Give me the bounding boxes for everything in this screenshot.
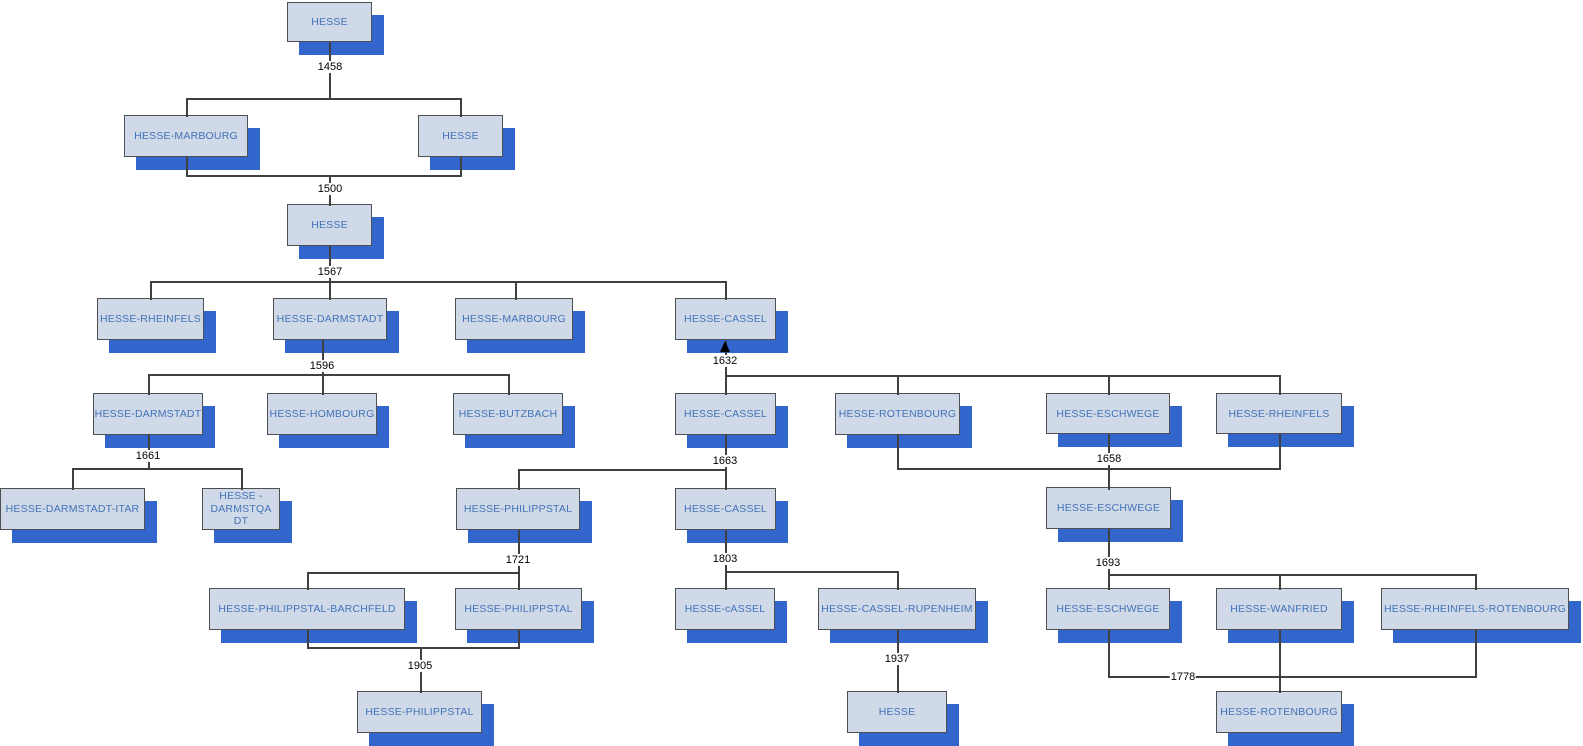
connector-line <box>150 281 727 283</box>
tree-node-hesse-d: HESSE <box>847 691 947 733</box>
tree-node-hesse-a: HESSE <box>287 2 372 42</box>
tree-node-hesse-rheinfels-rotenbourg: HESSE-RHEINFELS-ROTENBOURG <box>1381 588 1569 630</box>
connector-line <box>508 374 510 395</box>
year-label-1632: 1632 <box>711 354 739 368</box>
connector-line <box>186 175 462 177</box>
connector-line <box>1108 574 1477 576</box>
connector-line <box>1108 676 1477 678</box>
year-label-1458: 1458 <box>316 60 344 74</box>
year-label-1658: 1658 <box>1095 452 1123 466</box>
connector-line <box>1279 434 1281 470</box>
tree-node-hesse-darmstadt-b: HESSE-DARMSTADT <box>93 393 203 435</box>
arrowhead-up-icon <box>720 341 730 352</box>
year-label-1661: 1661 <box>134 449 162 463</box>
year-label-1596: 1596 <box>308 359 336 373</box>
tree-node-hesse-philippstal-b: HESSE-PHILIPPSTAL <box>455 588 582 630</box>
connector-line <box>1475 574 1477 590</box>
tree-node-hesse-cassel-c: HESSE-CASSEL <box>675 488 776 530</box>
connector-line <box>725 571 899 573</box>
tree-node-hesse-rotenbourg-b: HESSE-ROTENBOURG <box>1216 691 1342 733</box>
connector-line <box>725 341 727 395</box>
year-label-1663: 1663 <box>711 454 739 468</box>
tree-node-hesse-marbourg-a: HESSE-MARBOURG <box>124 115 248 157</box>
connector-line <box>148 374 510 376</box>
connector-line <box>186 98 462 100</box>
connector-line <box>241 468 243 490</box>
tree-node-hesse-butzbach: HESSE-BUTZBACH <box>453 393 563 435</box>
tree-node-hesse-philippstal-a: HESSE-PHILIPPSTAL <box>456 488 580 530</box>
connector-line <box>1279 574 1281 590</box>
tree-node-hesse-darmstadt-a: HESSE-DARMSTADT <box>273 298 387 340</box>
connector-line <box>515 281 517 300</box>
connector-line <box>897 571 899 590</box>
year-label-1803: 1803 <box>711 552 739 566</box>
tree-node-hesse-hombourg: HESSE-HOMBOURG <box>267 393 377 435</box>
tree-node-hesse-philippstal-c: HESSE-PHILIPPSTAL <box>357 691 482 733</box>
connector-line <box>897 468 1281 470</box>
tree-node-hesse-marbourg-b: HESSE-MARBOURG <box>455 298 573 340</box>
tree-node-hesse-cassel-b: HESSE-CASSEL <box>675 393 776 435</box>
year-label-1778: 1778 <box>1169 670 1197 684</box>
year-label-1721: 1721 <box>504 553 532 567</box>
connector-line <box>460 157 462 177</box>
year-label-1500: 1500 <box>316 182 344 196</box>
tree-node-hesse-wanfried: HESSE-WANFRIED <box>1216 588 1342 630</box>
tree-node-hesse-cassel-a: HESSE-CASSEL <box>675 298 776 340</box>
connector-line <box>518 469 727 471</box>
connector-line <box>186 98 188 117</box>
connector-line <box>307 572 520 574</box>
connector-line <box>1279 630 1281 693</box>
connector-line <box>725 281 727 300</box>
connector-line <box>1108 375 1110 395</box>
connector-line <box>186 157 188 177</box>
tree-node-hesse-eschwege-c: HESSE-ESCHWEGE <box>1046 588 1170 630</box>
connector-line <box>1279 375 1281 395</box>
tree-node-hesse-rheinfels-b: HESSE-RHEINFELS <box>1216 393 1342 434</box>
connector-line <box>518 469 520 490</box>
tree-node-hesse-darmstadt-itar: HESSE-DARMSTADT-ITAR <box>0 488 145 530</box>
tree-node-hesse-eschwege-a: HESSE-ESCHWEGE <box>1046 393 1170 434</box>
year-label-1937: 1937 <box>883 652 911 666</box>
connector-line <box>72 468 74 490</box>
tree-node-hesse-eschwege-b: HESSE-ESCHWEGE <box>1046 487 1171 529</box>
tree-node-hesse-c: HESSE <box>287 204 372 246</box>
year-label-1905: 1905 <box>406 659 434 673</box>
tree-node-hesse-cassel-d: HESSE-cASSEL <box>675 588 775 630</box>
connector-line <box>72 468 243 470</box>
connector-line <box>1108 630 1110 678</box>
connector-line <box>518 630 520 649</box>
tree-node-hesse-b: HESSE <box>418 115 503 157</box>
connector-line <box>460 98 462 117</box>
connector-line <box>148 374 150 395</box>
connector-line <box>307 630 309 649</box>
tree-node-hesse-darmstqadt: HESSE - DARMSTQADT <box>202 488 280 530</box>
tree-node-hesse-cassel-rupenheim: HESSE-CASSEL-RUPENHEIM <box>818 588 976 630</box>
tree-node-hesse-rheinfels-a: HESSE-RHEINFELS <box>97 298 204 340</box>
connector-line <box>1475 630 1477 678</box>
connector-line <box>307 647 520 649</box>
connector-line <box>150 281 152 300</box>
tree-node-hesse-philippstal-barchfeld: HESSE-PHILIPPSTAL-BARCHFELD <box>209 588 405 630</box>
year-label-1693: 1693 <box>1094 556 1122 570</box>
connector-line <box>307 572 309 590</box>
connector-line <box>897 375 899 395</box>
connector-line <box>897 435 899 470</box>
tree-node-hesse-rotenbourg-a: HESSE-ROTENBOURG <box>835 393 960 435</box>
connector-line <box>725 375 1281 377</box>
year-label-1567: 1567 <box>316 265 344 279</box>
